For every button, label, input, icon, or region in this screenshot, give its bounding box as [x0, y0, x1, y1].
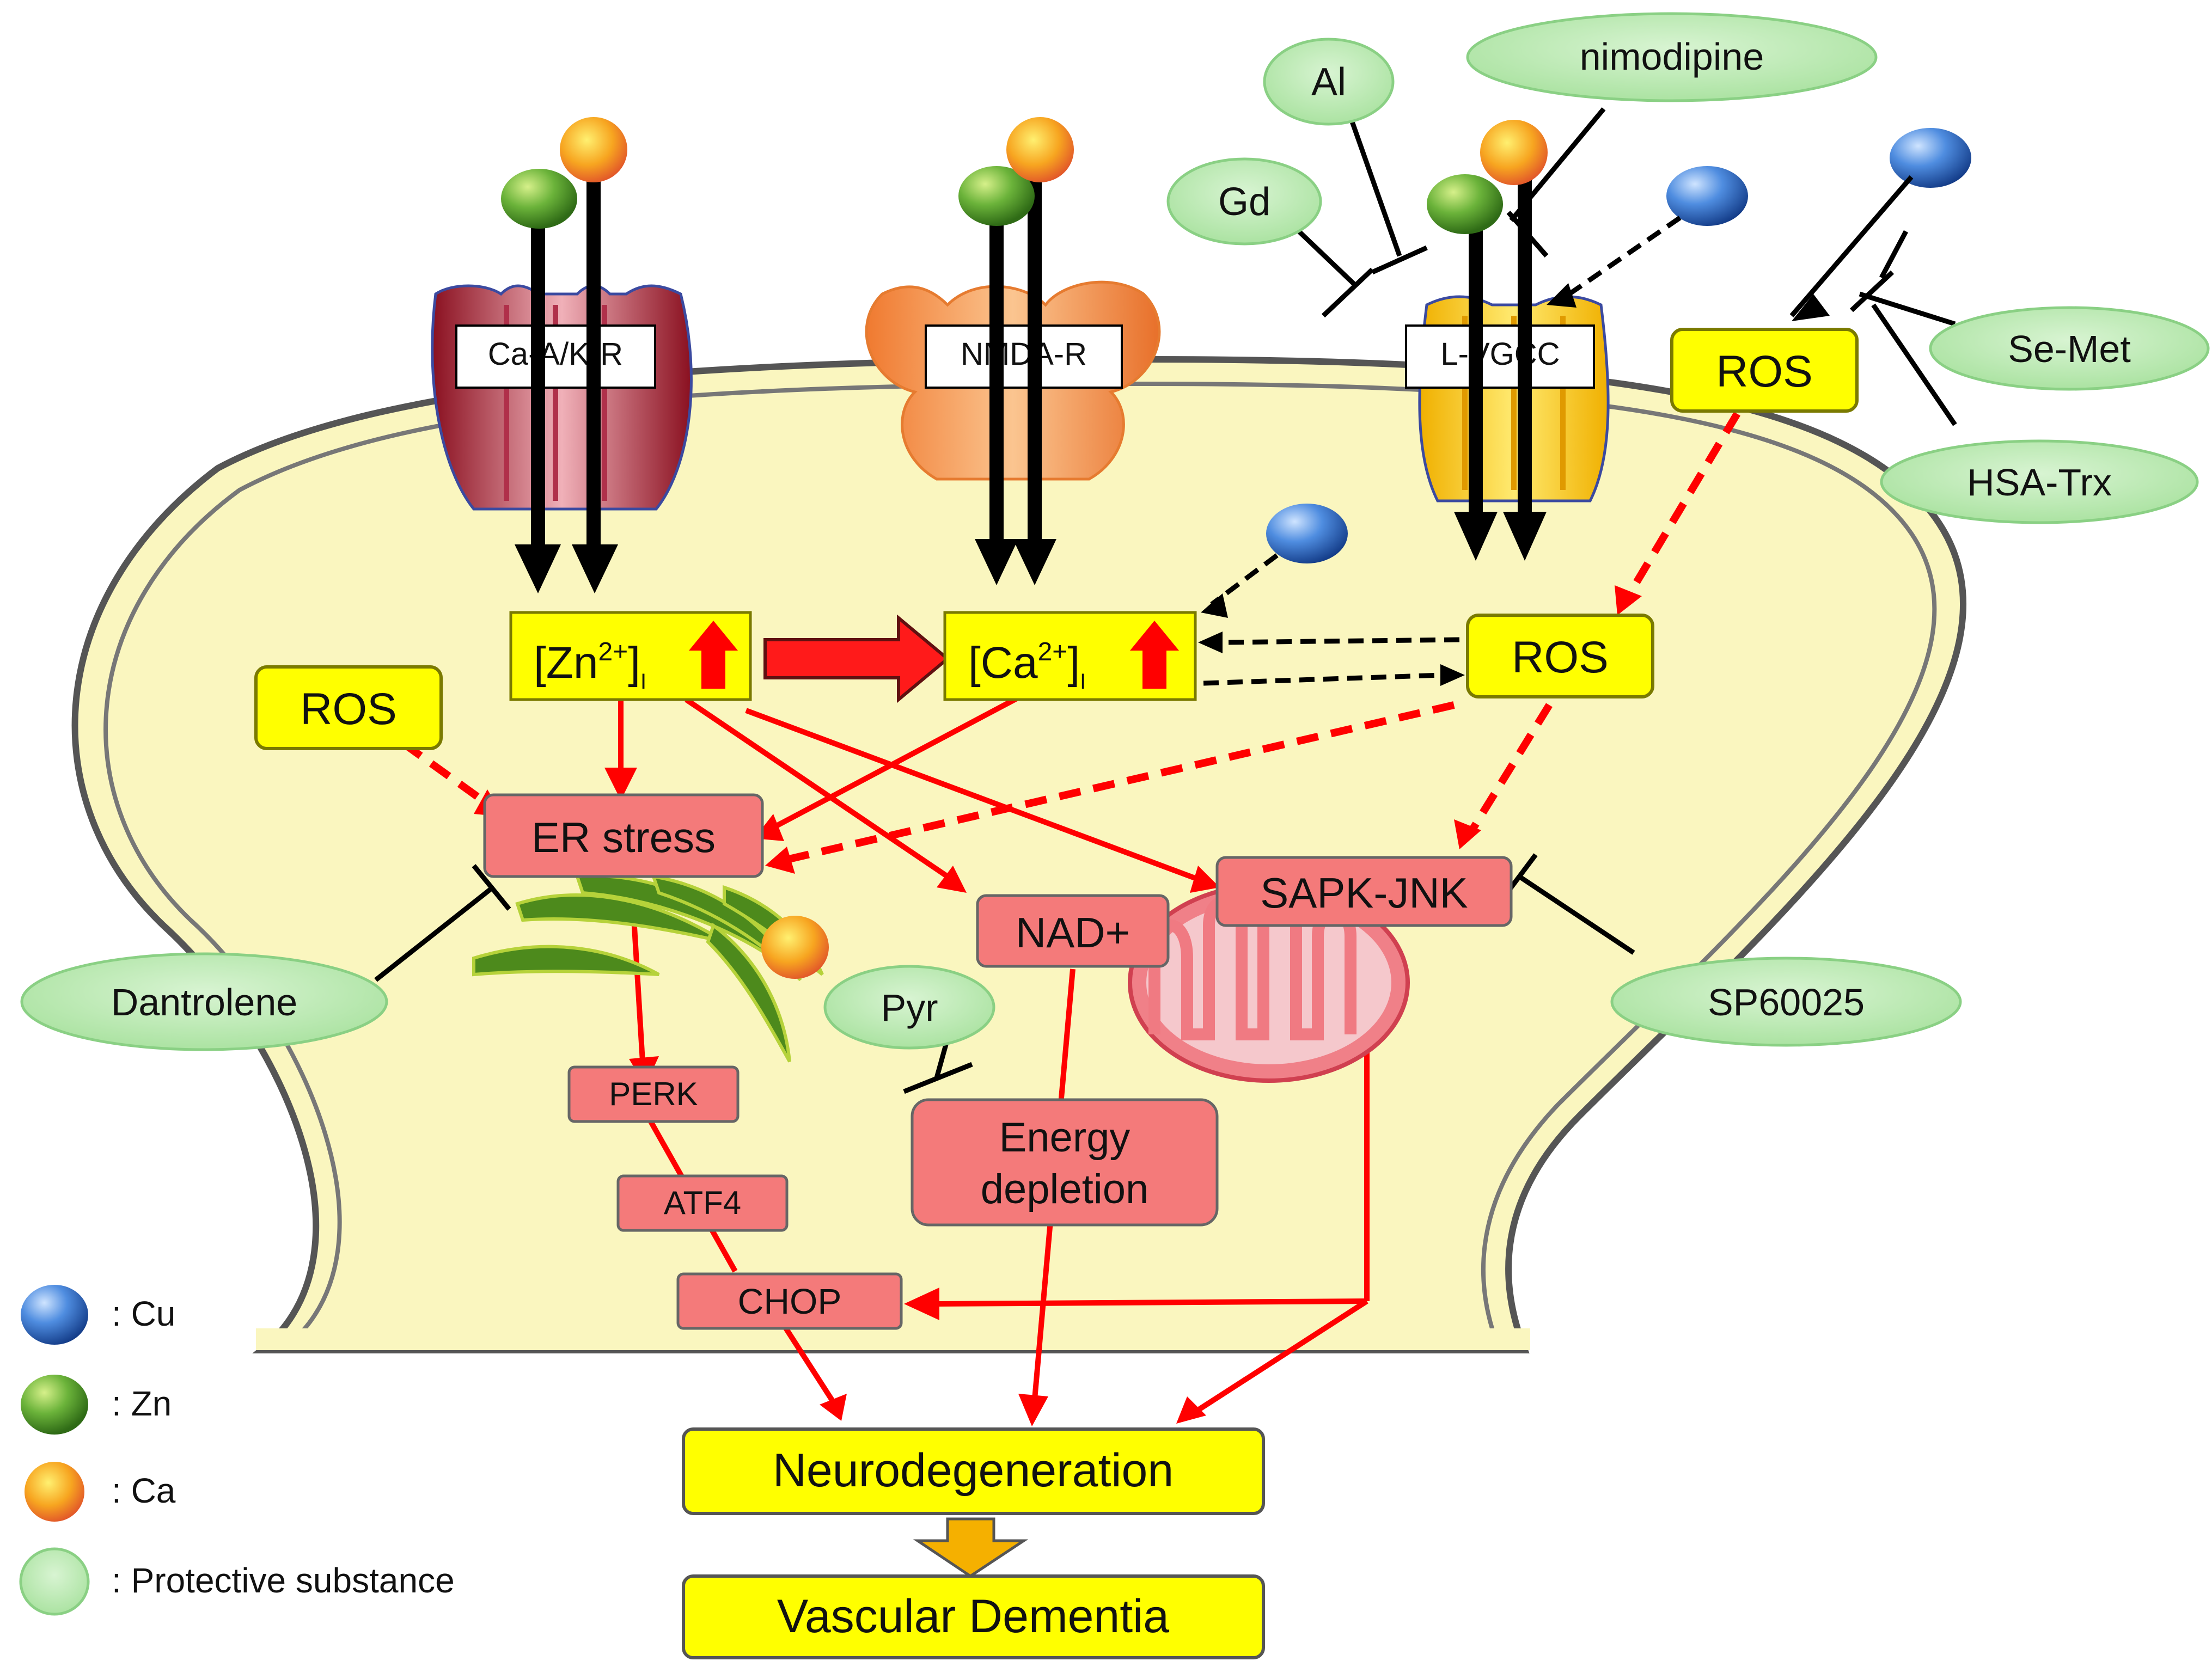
svg-text:Gd: Gd	[1218, 180, 1270, 224]
protective-gd: Gd	[1166, 157, 1322, 246]
svg-text:Energy: Energy	[999, 1114, 1131, 1161]
ion-influx-arrows	[531, 180, 1532, 550]
ca-ion	[1480, 120, 1548, 185]
svg-text:NAD+: NAD+	[1016, 909, 1130, 957]
protective-hsa-trx: HSA-Trx	[1880, 439, 2199, 524]
ca-concentration-box: [Ca2+]I	[943, 611, 1197, 701]
zn-ion	[958, 166, 1035, 226]
er-stress-box: ER stress	[483, 793, 764, 878]
svg-text:L-VGCC: L-VGCC	[1440, 336, 1560, 372]
protective-al: Al	[1263, 38, 1395, 126]
nad-box: NAD+	[976, 894, 1170, 968]
red-pathway-arrows	[618, 681, 1370, 1413]
red-arrowheads	[604, 768, 1220, 1426]
energy-depletion-box: Energy depletion	[911, 1098, 1219, 1227]
svg-text:Pyr: Pyr	[881, 986, 938, 1029]
protective-sp60025: SP60025	[1610, 957, 1962, 1047]
cu-ion	[1666, 166, 1748, 226]
legend: : Cu : Zn : Ca : Protective substance	[19, 1285, 455, 1616]
legend-protective-icon	[19, 1547, 90, 1616]
perk-box: PERK	[567, 1065, 740, 1123]
neurodegeneration-box: Neurodegeneration	[682, 1427, 1265, 1515]
svg-text:Dantrolene: Dantrolene	[111, 981, 297, 1024]
ros-box-outside: ROS	[1670, 328, 1859, 413]
zn-ion	[1427, 174, 1503, 234]
increase-arrow-icon	[1130, 621, 1179, 689]
down-arrow-icon	[913, 1517, 1029, 1578]
svg-text:[Zn2+]I: [Zn2+]I	[534, 638, 646, 694]
ca-ion	[761, 916, 829, 979]
chop-box: CHOP	[676, 1272, 903, 1330]
svg-text:: Zn: : Zn	[112, 1384, 172, 1423]
svg-text:Vascular Dementia: Vascular Dementia	[777, 1590, 1169, 1643]
mitochondrion	[1128, 882, 1410, 1083]
zn-concentration-box: [Zn2+]I	[509, 611, 752, 701]
ca-ion	[560, 117, 627, 182]
svg-text:ROS: ROS	[1716, 347, 1813, 396]
cu-ion	[1890, 128, 1971, 188]
protective-dantrolene: Dantrolene	[20, 952, 388, 1051]
legend-zn-icon	[21, 1375, 88, 1435]
vascular-dementia-box: Vascular Dementia	[682, 1574, 1265, 1659]
ampa-label: Ca-A/K-R	[455, 324, 656, 389]
zn-to-ca-arrow	[763, 614, 950, 703]
ros-box-right: ROS	[1466, 614, 1654, 698]
svg-text:: Cu: : Cu	[112, 1294, 175, 1333]
ros-box-left: ROS	[254, 665, 443, 750]
svg-text:depletion: depletion	[981, 1166, 1149, 1212]
cu-dashed-heads	[1198, 283, 1576, 686]
svg-text:ROS: ROS	[1512, 633, 1609, 682]
ca-ion	[1006, 117, 1074, 182]
protective-se-met: Se-Met	[1929, 306, 2210, 391]
svg-text:ROS: ROS	[300, 684, 397, 734]
svg-text:HSA-Trx: HSA-Trx	[1967, 461, 2112, 504]
svg-text:: Ca: : Ca	[112, 1471, 176, 1510]
cu-ion	[1266, 504, 1348, 563]
svg-text:Neurodegeneration: Neurodegeneration	[773, 1444, 1174, 1497]
svg-text:nimodipine: nimodipine	[1580, 35, 1764, 78]
protective-pyr: Pyr	[823, 965, 995, 1050]
svg-text:ATF4: ATF4	[664, 1185, 741, 1221]
sapk-jnk-box: SAPK-JNK	[1215, 856, 1513, 927]
svg-text:Se-Met: Se-Met	[2008, 328, 2131, 370]
svg-text:SAPK-JNK: SAPK-JNK	[1260, 869, 1468, 917]
nmda-label: NMDA-R	[925, 324, 1123, 389]
svg-text:Al: Al	[1311, 60, 1346, 104]
cell-bottom-fill	[256, 1328, 1530, 1350]
lvgcc-label: L-VGCC	[1405, 324, 1595, 389]
svg-text:: Protective substance: : Protective substance	[112, 1561, 455, 1600]
zn-ion	[501, 169, 577, 229]
ros-dashed-arrows	[400, 412, 1741, 864]
svg-text:NMDA-R: NMDA-R	[961, 336, 1087, 372]
svg-text:CHOP: CHOP	[738, 1281, 842, 1321]
increase-arrow-icon	[689, 621, 738, 689]
inhibition-lines	[374, 107, 1957, 1094]
legend-cu-icon	[21, 1285, 88, 1345]
ion-arrowheads	[515, 512, 1547, 593]
ros-arrowhead	[1792, 294, 1830, 321]
svg-text:ER stress: ER stress	[531, 813, 716, 861]
svg-text:PERK: PERK	[609, 1076, 698, 1112]
svg-text:Ca-A/K-R: Ca-A/K-R	[488, 336, 623, 372]
ampa-receptor	[431, 284, 693, 511]
cu-dashed-arrows	[1203, 216, 1682, 686]
protective-nimodipine: nimodipine	[1466, 12, 1878, 102]
legend-ca-icon	[25, 1462, 84, 1522]
atf4-box: ATF4	[616, 1174, 789, 1232]
svg-text:[Ca2+]I: [Ca2+]I	[968, 638, 1086, 694]
svg-text:SP60025: SP60025	[1708, 981, 1865, 1024]
